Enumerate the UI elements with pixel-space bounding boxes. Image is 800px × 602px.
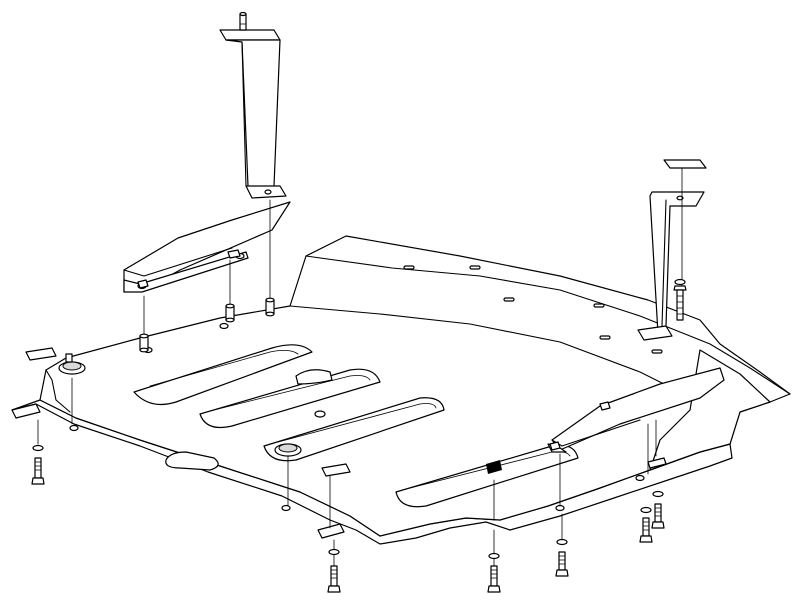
plate-hole-4 <box>635 474 645 482</box>
ridge-slot-3 <box>503 297 515 302</box>
vent-slot-1 <box>133 344 313 405</box>
skid-plate-right-flap <box>649 349 771 471</box>
bolt-right-top <box>673 285 687 321</box>
washer <box>652 490 664 498</box>
rubber-bushing-left <box>58 353 86 375</box>
nut-right-b <box>599 401 611 411</box>
skid-plate-left-tab <box>11 403 41 419</box>
vent-slot-2 <box>199 368 381 429</box>
plate-hole-1 <box>69 424 79 432</box>
nut-left-a <box>137 279 149 289</box>
drain-oval <box>165 451 219 471</box>
bolt-front-left <box>31 444 45 485</box>
right-shim <box>663 159 707 169</box>
washer <box>488 552 500 560</box>
washer-right-top <box>674 278 686 286</box>
stud-top-left <box>239 13 247 31</box>
skid-plate-front-tab <box>317 523 345 539</box>
washer <box>556 538 568 546</box>
right-upper-bracket <box>637 159 707 341</box>
washer <box>328 548 340 556</box>
left-upper-bracket <box>219 11 287 199</box>
spacer-1 <box>265 297 275 317</box>
bolt-front-centre <box>327 548 341 593</box>
bolt-right-b <box>651 490 665 529</box>
ridge-slot-1 <box>403 265 415 270</box>
ridge-slot-6 <box>651 349 663 354</box>
left-lower-bracket <box>123 201 291 293</box>
ridge-slot-4 <box>593 303 605 308</box>
washer <box>640 506 652 514</box>
plate-hole-2 <box>281 504 291 512</box>
bolt-right-a <box>639 506 653 543</box>
slot-2-notch <box>295 369 333 385</box>
assembly-lines <box>37 199 681 573</box>
plate-hole-6 <box>219 322 229 330</box>
clip-nut <box>486 460 502 474</box>
ridge-slot-2 <box>469 265 481 270</box>
skid-plate-right-tab <box>647 457 667 469</box>
nut-right-a <box>549 441 561 451</box>
washer <box>32 444 44 452</box>
bolt-front-mid <box>487 552 501 593</box>
skid-plate-left-fold <box>45 369 71 413</box>
rubber-bushing-centre <box>274 443 302 457</box>
nut-left-b <box>227 249 241 259</box>
left-clamp-pad <box>25 347 57 361</box>
bolt-front-right <box>555 538 569 577</box>
skid-plate <box>11 235 791 545</box>
vent-slot-3 <box>263 397 445 462</box>
slot-2-small-hole <box>314 410 326 418</box>
spacer-3 <box>139 333 149 353</box>
right-lower-bracket <box>547 367 725 453</box>
front-left-tab <box>321 463 351 477</box>
spacer-2 <box>225 303 235 323</box>
ridge-slot-5 <box>599 335 611 340</box>
